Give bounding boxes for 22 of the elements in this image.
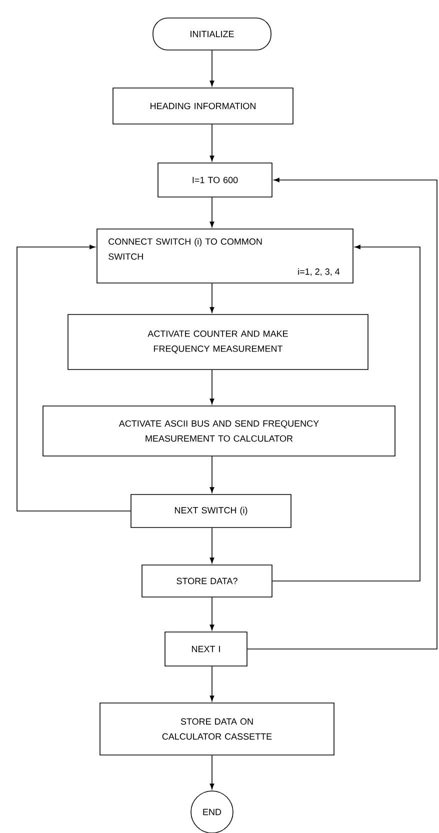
arrow — [210, 124, 214, 162]
process-box: I=1 TO 600 — [158, 162, 272, 198]
arrow — [210, 197, 214, 228]
arrow — [210, 370, 214, 404]
arrow — [272, 244, 420, 582]
process-box: NEXT SWITCH (i) — [130, 494, 292, 528]
arrow — [210, 50, 214, 86]
process-box: NEXT I — [164, 632, 248, 666]
arrow — [247, 178, 438, 650]
arrow — [210, 283, 214, 313]
arrow — [210, 456, 214, 493]
process-box: ACTIVATE COUNTER AND MAKE FREQUENCY MEASUREMENT — [68, 314, 368, 370]
arrow — [210, 755, 214, 790]
process-box: STORE DATA ON CALCULATOR CASSETTE — [100, 702, 334, 756]
decision-box: STORE DATA? — [142, 564, 272, 598]
process-box: ACTIVATE ASCII BUS AND SEND FREQUENCY MEASUREMENT TO CALCULATOR — [42, 406, 396, 456]
arrow — [210, 597, 214, 630]
arrow — [16, 244, 131, 512]
arrow — [210, 666, 214, 702]
process-box: HEADING INFORMATION — [112, 88, 294, 124]
arrow — [210, 528, 214, 564]
process-box: CONNECT SWITCH (i) TO COMMON SWITCH i=1, 2, 3, 4 — [96, 228, 354, 284]
